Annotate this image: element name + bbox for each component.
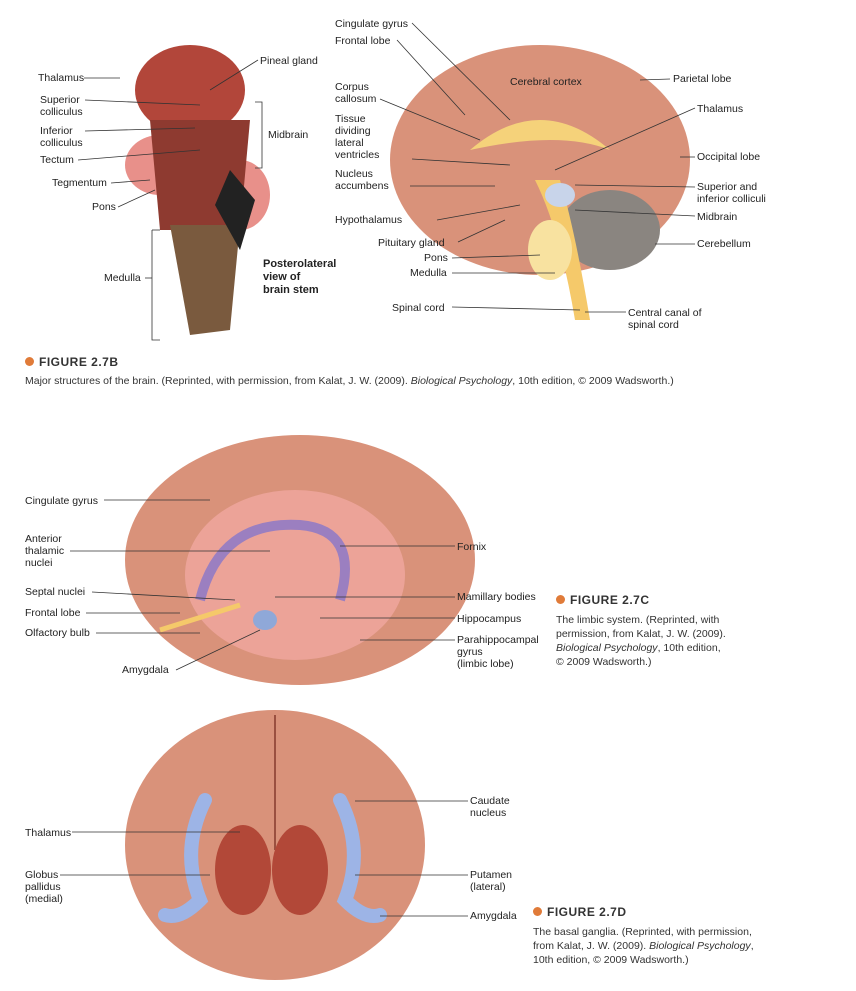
caption-book: Biological Psychology bbox=[649, 940, 751, 952]
caption-text: , 10th edition, © 2009 Wadsworth.) bbox=[556, 642, 721, 668]
label-thalamus: Thalamus bbox=[38, 72, 85, 84]
label-midbrain: Midbrain bbox=[268, 129, 309, 141]
label-corpus-callosum: Corpus callosum bbox=[335, 81, 377, 105]
label-hypothalamus: Hypothalamus bbox=[335, 214, 403, 226]
label-globus-pallidus: Globus pallidus (medial) bbox=[25, 869, 63, 905]
label-amygdala: Amygdala bbox=[470, 910, 517, 922]
label-cerebellum: Cerebellum bbox=[697, 238, 751, 250]
label-nucleus-accumbens: Nucleus accumbens bbox=[335, 168, 389, 192]
caption-text: Major structures of the brain. (Reprinte… bbox=[25, 375, 411, 387]
label-cerebral-cortex: Cerebral cortex bbox=[510, 76, 582, 88]
limbic-brain-illustration bbox=[125, 435, 475, 685]
label-pituitary-gland: Pituitary gland bbox=[378, 237, 445, 249]
caption-text: The limbic system. (Reprinted, with perm… bbox=[556, 614, 726, 640]
bullet-icon bbox=[25, 357, 34, 366]
label-pineal-gland: Pineal gland bbox=[260, 55, 318, 67]
figure-number: FIGURE 2.7C bbox=[570, 593, 650, 607]
label-thalamus: Thalamus bbox=[25, 827, 72, 839]
caption-2-7d: The basal ganglia. (Reprinted, with perm… bbox=[533, 925, 754, 967]
label-pons: Pons bbox=[92, 201, 116, 213]
label-mamillary-bodies: Mamillary bodies bbox=[457, 591, 536, 603]
label-parietal-lobe: Parietal lobe bbox=[673, 73, 732, 85]
label-pons: Pons bbox=[424, 252, 448, 264]
figure-title-2-7d: FIGURE 2.7D bbox=[533, 905, 627, 919]
label-spinal-cord: Spinal cord bbox=[392, 302, 445, 314]
brain-stem-illustration bbox=[125, 45, 270, 335]
caption-book: Biological Psychology bbox=[556, 642, 658, 654]
figure-number: FIGURE 2.7D bbox=[547, 905, 627, 919]
sagittal-brain-illustration bbox=[390, 45, 690, 320]
label-superior-colliculus: Superior colliculus bbox=[40, 94, 83, 118]
label-cingulate-gyrus: Cingulate gyrus bbox=[25, 495, 98, 507]
caption-book: Biological Psychology bbox=[410, 375, 513, 387]
label-hippocampus: Hippocampus bbox=[457, 613, 522, 625]
label-medulla: Medulla bbox=[410, 267, 447, 279]
label-central-canal: Central canal of spinal cord bbox=[628, 307, 702, 331]
label-occipital-lobe: Occipital lobe bbox=[697, 151, 761, 163]
figure-title-2-7b: FIGURE 2.7B bbox=[25, 355, 119, 369]
figure-title-2-7c: FIGURE 2.7C bbox=[556, 593, 650, 607]
label-medulla: Medulla bbox=[104, 272, 141, 284]
label-colliculi: Superior and inferior colliculi bbox=[697, 181, 766, 205]
leader-lines bbox=[60, 22, 696, 917]
caption-text: , 10th edition, © 2009 Wadsworth.) bbox=[533, 940, 754, 966]
caption-text: , 10th edition, © 2009 Wadsworth.) bbox=[512, 375, 674, 387]
label-tectum: Tectum bbox=[40, 154, 74, 166]
label-tegmentum: Tegmentum bbox=[52, 177, 107, 189]
label-frontal-lobe: Frontal lobe bbox=[25, 607, 81, 619]
bullet-icon bbox=[533, 907, 542, 916]
label-fornix: Fornix bbox=[457, 541, 487, 553]
label-parahippocampal-gyrus: Parahippocampal gyrus (limbic lobe) bbox=[457, 634, 539, 670]
label-frontal-lobe: Frontal lobe bbox=[335, 35, 391, 47]
label-septal-nuclei: Septal nuclei bbox=[25, 586, 86, 598]
label-thalamus: Thalamus bbox=[697, 103, 744, 115]
label-olfactory-bulb: Olfactory bulb bbox=[25, 627, 90, 639]
figure-number: FIGURE 2.7B bbox=[39, 355, 119, 369]
label-anterior-thalamic-nuclei: Anterior thalamic nuclei bbox=[25, 533, 65, 569]
caption-text: The basal ganglia. (Reprinted, with perm… bbox=[533, 926, 752, 952]
bullet-icon bbox=[556, 595, 565, 604]
caption-2-7b: Major structures of the brain. (Reprinte… bbox=[25, 374, 674, 388]
label-tissue-dividing: Tissue dividing lateral ventricles bbox=[335, 113, 380, 161]
label-cingulate-gyrus: Cingulate gyrus bbox=[335, 18, 408, 30]
view-title: Posterolateral view of brain stem bbox=[263, 258, 337, 296]
label-amygdala: Amygdala bbox=[122, 664, 169, 676]
basal-ganglia-illustration bbox=[125, 710, 425, 980]
label-inferior-colliculus: Inferior colliculus bbox=[40, 125, 83, 149]
label-midbrain: Midbrain bbox=[697, 211, 738, 223]
label-caudate-nucleus: Caudate nucleus bbox=[470, 795, 510, 819]
caption-2-7c: The limbic system. (Reprinted, with perm… bbox=[556, 613, 726, 669]
label-putamen: Putamen (lateral) bbox=[470, 869, 513, 893]
